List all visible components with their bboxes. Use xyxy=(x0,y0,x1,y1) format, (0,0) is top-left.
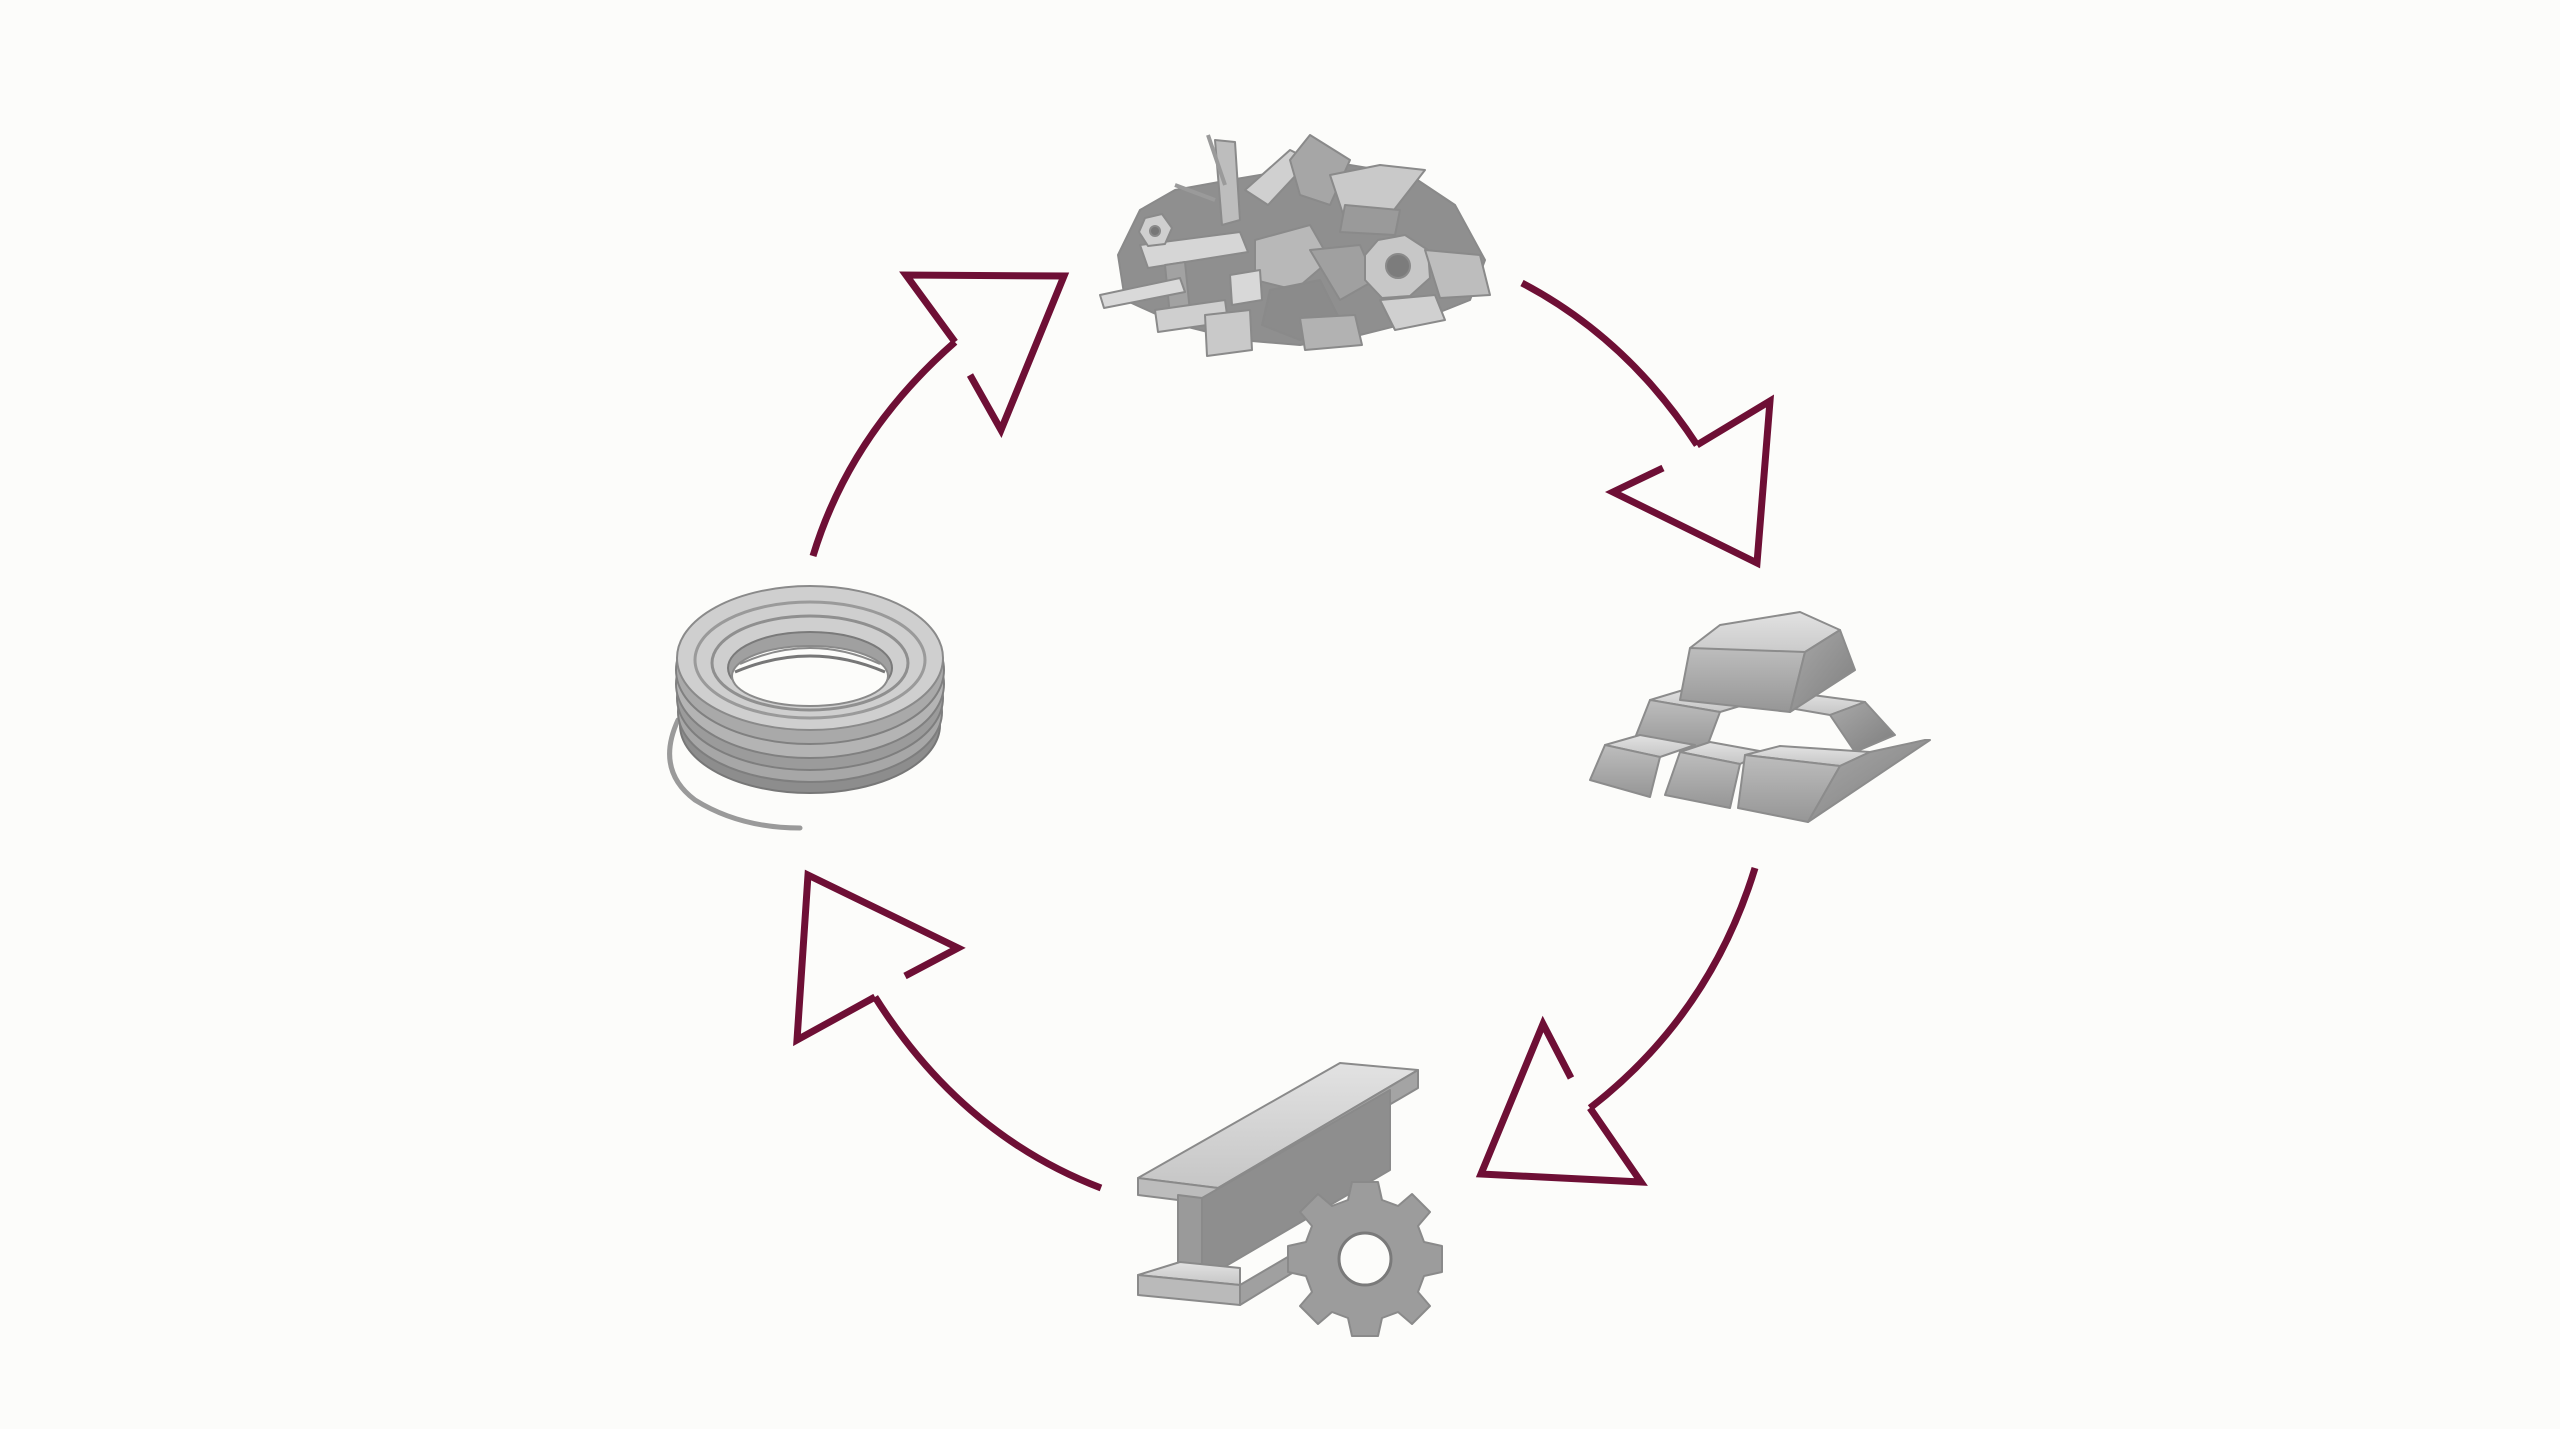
arrow-ingots-to-beam xyxy=(1475,866,1759,1186)
wire-coil-icon xyxy=(667,585,945,831)
scrap-metal-pile-icon xyxy=(1099,134,1491,357)
arrow-beam-to-coil xyxy=(793,869,1103,1192)
arrow-scrap-to-ingots xyxy=(1520,279,1775,569)
arrow-coil-to-scrap xyxy=(809,271,1070,558)
metal-ingots-icon xyxy=(1589,611,1931,823)
steel-beam-gear-icon xyxy=(1137,1062,1443,1337)
